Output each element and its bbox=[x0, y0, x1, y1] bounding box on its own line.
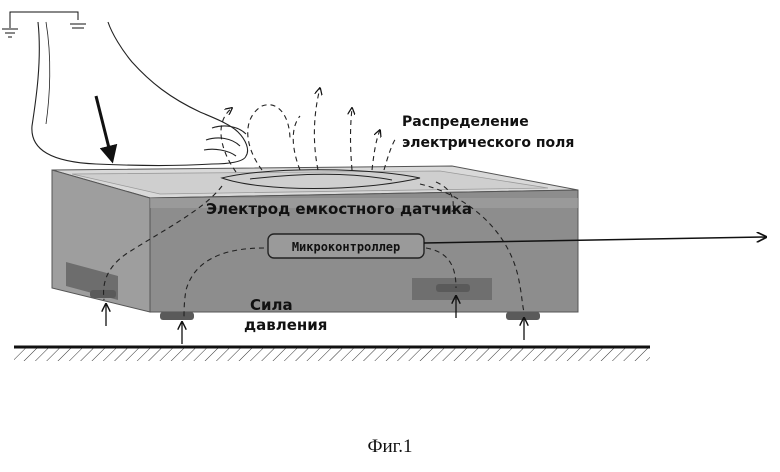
electrode-label: Электрод емкостного датчика bbox=[206, 200, 472, 218]
force-label-2: давления bbox=[244, 316, 327, 334]
force-label-1: Сила bbox=[250, 296, 293, 314]
foot-outline bbox=[32, 22, 248, 166]
pressure-arrow-icon bbox=[96, 96, 112, 160]
microcontroller-box: Микроконтроллер bbox=[268, 234, 424, 258]
figure-caption: Фиг.1 bbox=[0, 436, 780, 458]
field-distribution-label-2: электрического поля bbox=[402, 135, 574, 151]
field-distribution-label-1: Распределение bbox=[402, 114, 529, 130]
ground-symbol-icon bbox=[2, 12, 86, 37]
floor-surface bbox=[14, 347, 650, 361]
microcontroller-label: Микроконтроллер bbox=[292, 240, 400, 254]
